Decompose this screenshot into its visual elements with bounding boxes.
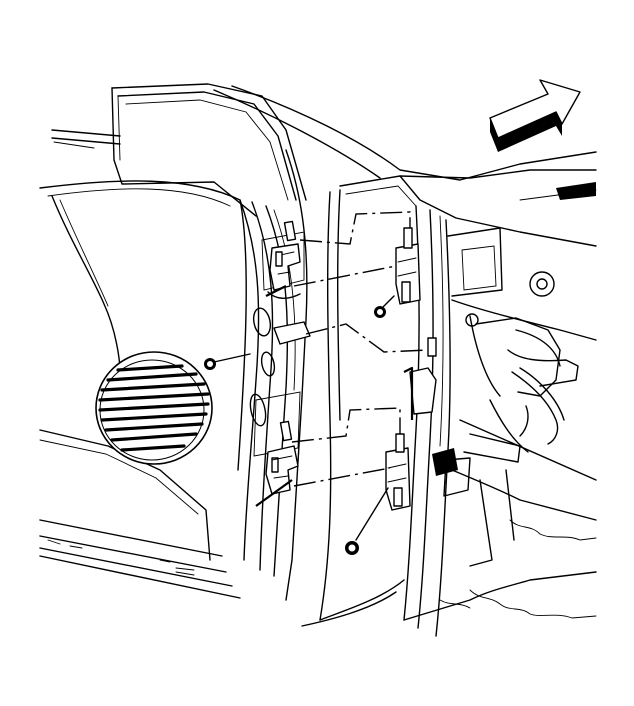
upper-hinge-bolt xyxy=(374,295,395,318)
lower-hinge-bolt xyxy=(345,487,389,555)
upper-door-hinge xyxy=(267,220,301,299)
check-link-bolt xyxy=(204,353,251,370)
lower-body-hinge xyxy=(385,433,411,511)
door-assembly xyxy=(39,83,308,601)
leader-lines xyxy=(255,211,429,507)
front-of-vehicle-arrow-icon xyxy=(489,79,581,152)
check-link xyxy=(273,321,437,415)
upper-body-hinge xyxy=(395,227,421,305)
speaker-grille-icon xyxy=(95,351,213,465)
lower-door-hinge xyxy=(265,420,299,495)
